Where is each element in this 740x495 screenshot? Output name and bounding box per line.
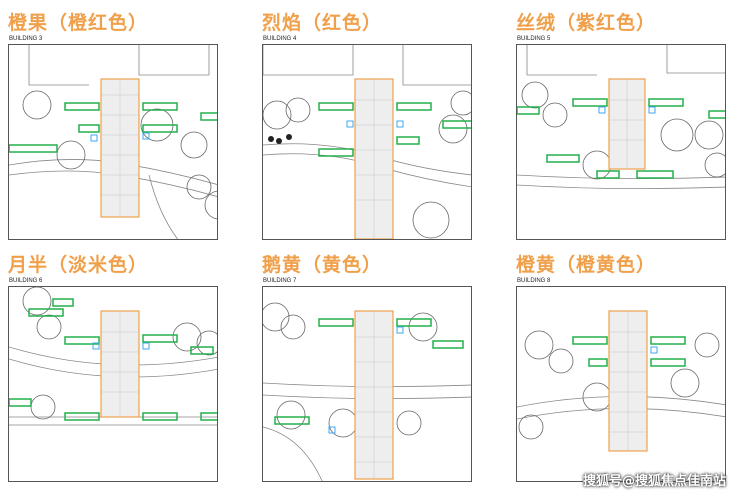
panel-subtitle: BUILDING 5	[517, 36, 551, 42]
site-plan	[262, 286, 472, 482]
site-plan	[516, 286, 726, 482]
panel-title: 鹅黄（黄色）	[262, 254, 383, 276]
panel-title: 橙果（橙红色）	[8, 12, 149, 34]
panel-building-6: 月半（淡米色） BUILDING 6	[8, 250, 220, 482]
panel-subtitle: BUILDING 8	[517, 278, 551, 284]
panel-subtitle: BUILDING 3	[9, 36, 43, 42]
panel-title: 烈焰（红色）	[262, 12, 383, 34]
panel-building-5: 丝绒（紫红色） BUILDING 5	[516, 8, 728, 240]
panel-subtitle: BUILDING 7	[263, 278, 297, 284]
panel-title: 月半（淡米色）	[8, 254, 149, 276]
site-plan	[8, 44, 218, 240]
watermark: 搜狐号@搜狐焦点佳南站	[582, 474, 726, 489]
panel-building-7: 鹅黄（黄色） BUILDING 7	[262, 250, 474, 482]
panel-subtitle: BUILDING 6	[9, 278, 43, 284]
panel-building-8: 橙黄（橙黄色） BUILDING 8	[516, 250, 728, 482]
panel-title: 橙黄（橙黄色）	[516, 254, 657, 276]
panel-building-3: 橙果（橙红色） BUILDING 3	[8, 8, 220, 240]
site-plan	[516, 44, 726, 240]
panel-subtitle: BUILDING 4	[263, 36, 297, 42]
panel-title: 丝绒（紫红色）	[516, 12, 657, 34]
panel-building-4: 烈焰（红色） BUILDING 4	[262, 8, 474, 240]
site-plan	[8, 286, 218, 482]
site-plan	[262, 44, 472, 240]
